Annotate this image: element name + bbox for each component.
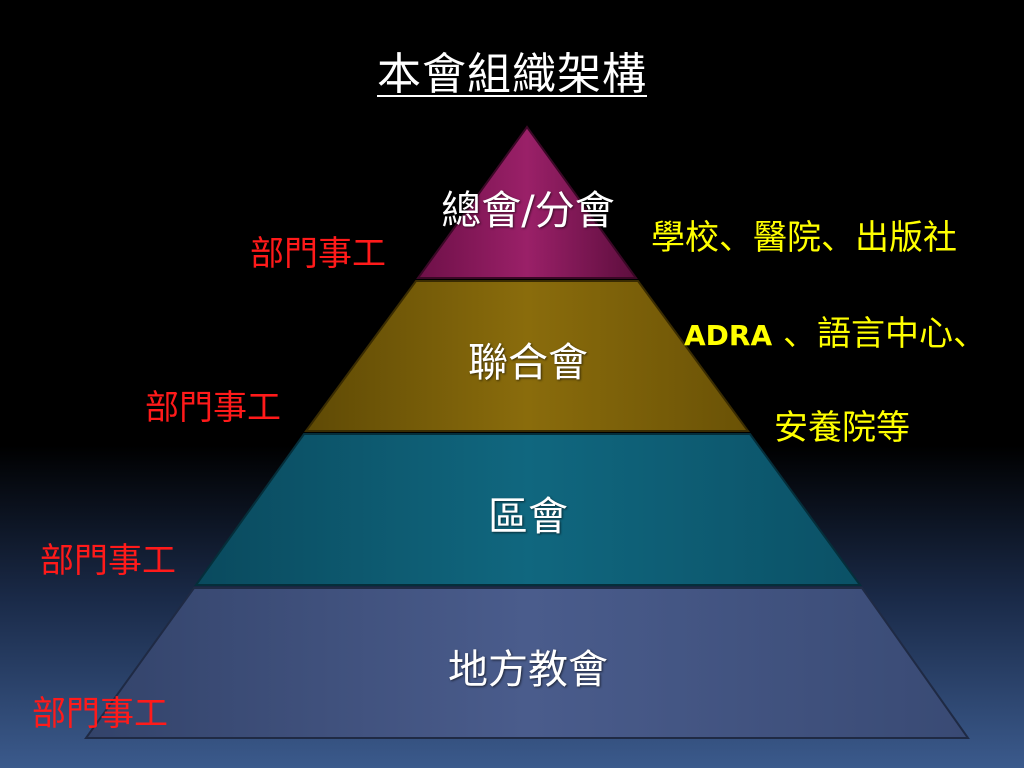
- institutions-line-2: ADRA 、語言中心、: [684, 306, 987, 355]
- level-label-conference: 區會: [488, 494, 568, 540]
- institutions-line-1: 學校、醫院、出版社: [651, 218, 957, 258]
- department-label-2: 部門事工: [145, 388, 281, 428]
- pyramid-level-2: [304, 280, 750, 432]
- page-title: 本會組織架構: [377, 49, 647, 100]
- pyramid-level-1: [416, 125, 638, 279]
- department-label-1: 部門事工: [250, 234, 386, 274]
- institutions-line-3: 安養院等: [774, 408, 910, 448]
- level-label-union: 聯合會: [468, 340, 588, 386]
- department-label-3: 部門事工: [40, 541, 176, 581]
- pyramid-level-3: [194, 433, 862, 586]
- adra-label: ADRA: [684, 319, 773, 352]
- department-label-4: 部門事工: [32, 694, 168, 734]
- pyramid-level-4: [84, 587, 970, 739]
- level-label-general-conference: 總會/分會: [441, 188, 615, 234]
- level-label-local-church: 地方教會: [448, 647, 608, 693]
- institutions-line-2-rest: 、語言中心、: [772, 314, 987, 354]
